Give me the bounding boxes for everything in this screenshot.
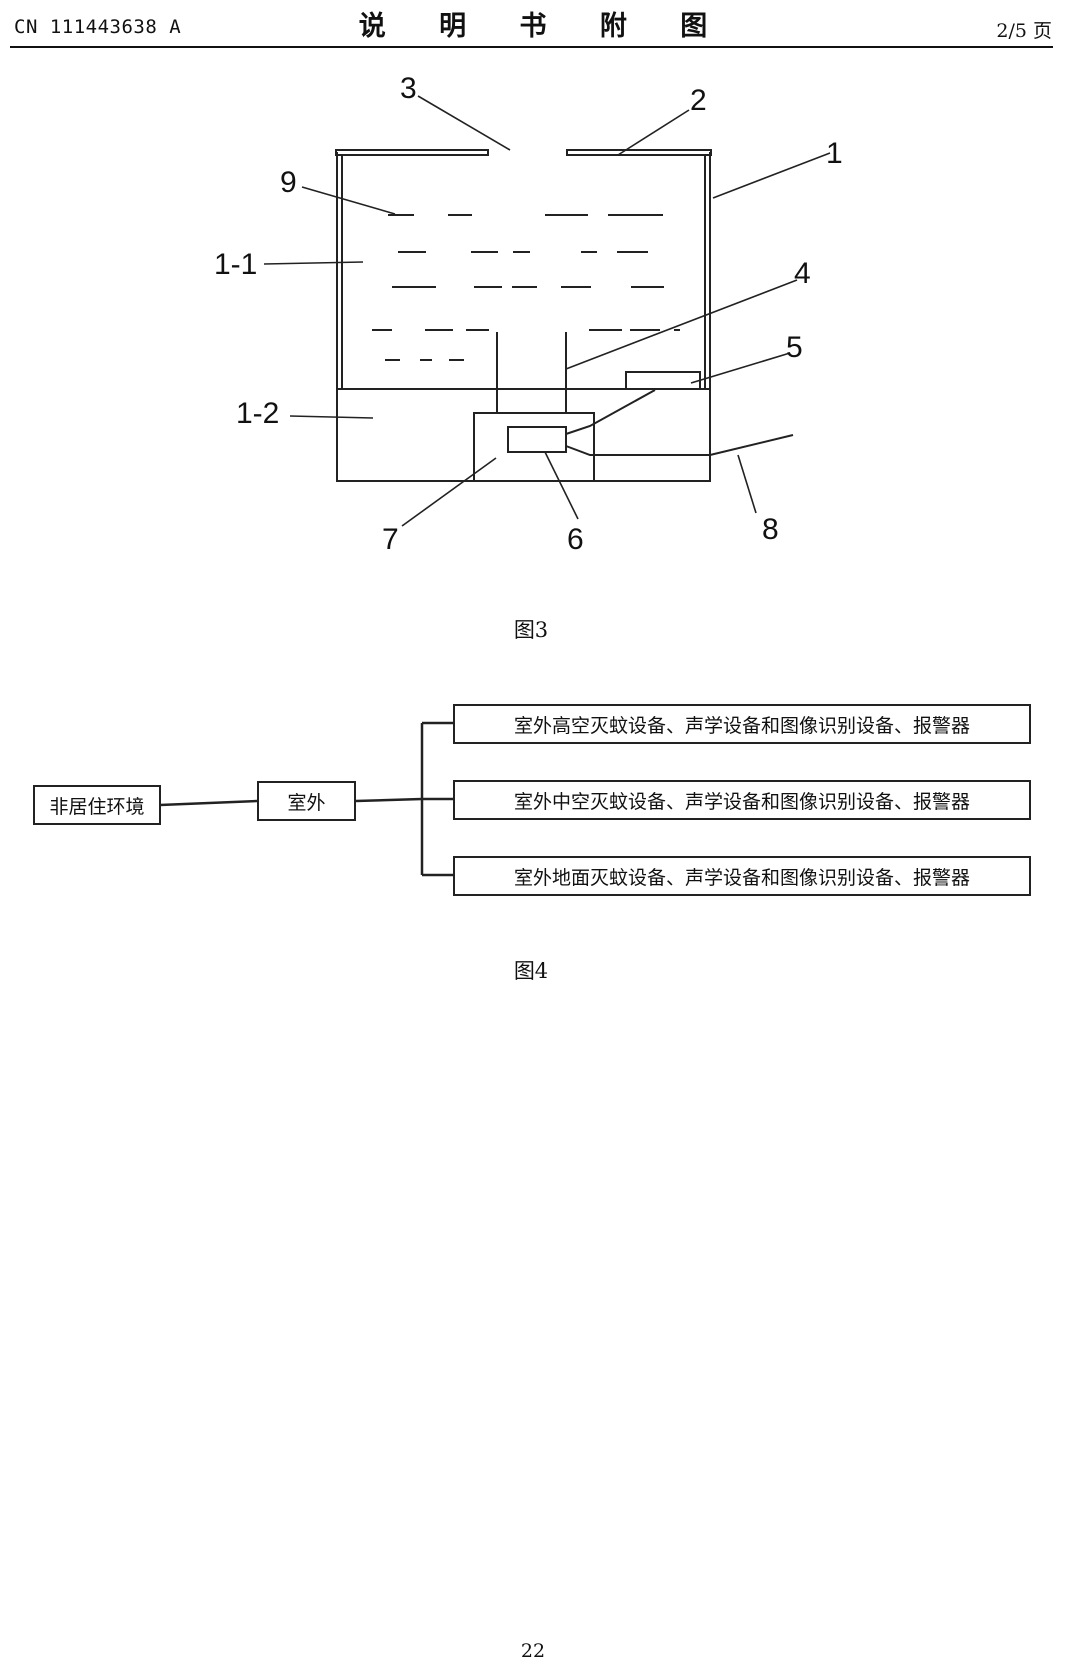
ref-label-4: 4: [794, 257, 811, 290]
wire-8: [709, 434, 794, 456]
sheet-title: 说 明 书 附 图: [358, 11, 730, 42]
node-non-residential: 非居住环境: [33, 785, 161, 825]
page-number: 22: [520, 1640, 546, 1662]
ref-label-7: 7: [382, 523, 399, 556]
ref-label-8: 8: [762, 513, 779, 546]
node-outdoor-high-altitude: 室外高空灭蚊设备、声学设备和图像识别设备、报警器: [453, 704, 1031, 744]
liquid-dashes: [372, 214, 680, 361]
figure-4-caption: 图4: [513, 959, 549, 983]
ref-label-1: 1: [826, 137, 843, 170]
ref-label-6: 6: [567, 523, 584, 556]
ref-label-9: 9: [280, 166, 297, 199]
housing-7: [473, 412, 595, 482]
node-outdoor: 室外: [257, 781, 356, 821]
figure-4-connectors: [159, 721, 455, 877]
page-count: 2/5 页: [996, 20, 1052, 42]
ref-label-3: 3: [400, 72, 417, 105]
ref-label-1-2: 1-2: [236, 397, 279, 430]
component-6: [507, 426, 567, 453]
publication-number: CN 111443638 A: [14, 16, 182, 38]
node-outdoor-mid-altitude: 室外中空灭蚊设备、声学设备和图像识别设备、报警器: [453, 780, 1031, 820]
ref-label-2: 2: [690, 84, 707, 117]
header-rule: [10, 46, 1053, 48]
ref-label-5: 5: [786, 331, 803, 364]
ref-label-1-1: 1-1: [214, 248, 257, 281]
lid-left-plate: [335, 149, 489, 156]
lid-right-plate: [566, 149, 712, 156]
leader-lines: [263, 95, 831, 527]
figure-3-caption: 图3: [513, 618, 549, 642]
node-outdoor-ground: 室外地面灭蚊设备、声学设备和图像识别设备、报警器: [453, 856, 1031, 896]
figure-3-drawing: 3 2 1 9 1-1 4 5 1-2 8 7 6: [214, 72, 843, 556]
base-compartment: [336, 388, 711, 482]
component-5: [625, 371, 701, 390]
